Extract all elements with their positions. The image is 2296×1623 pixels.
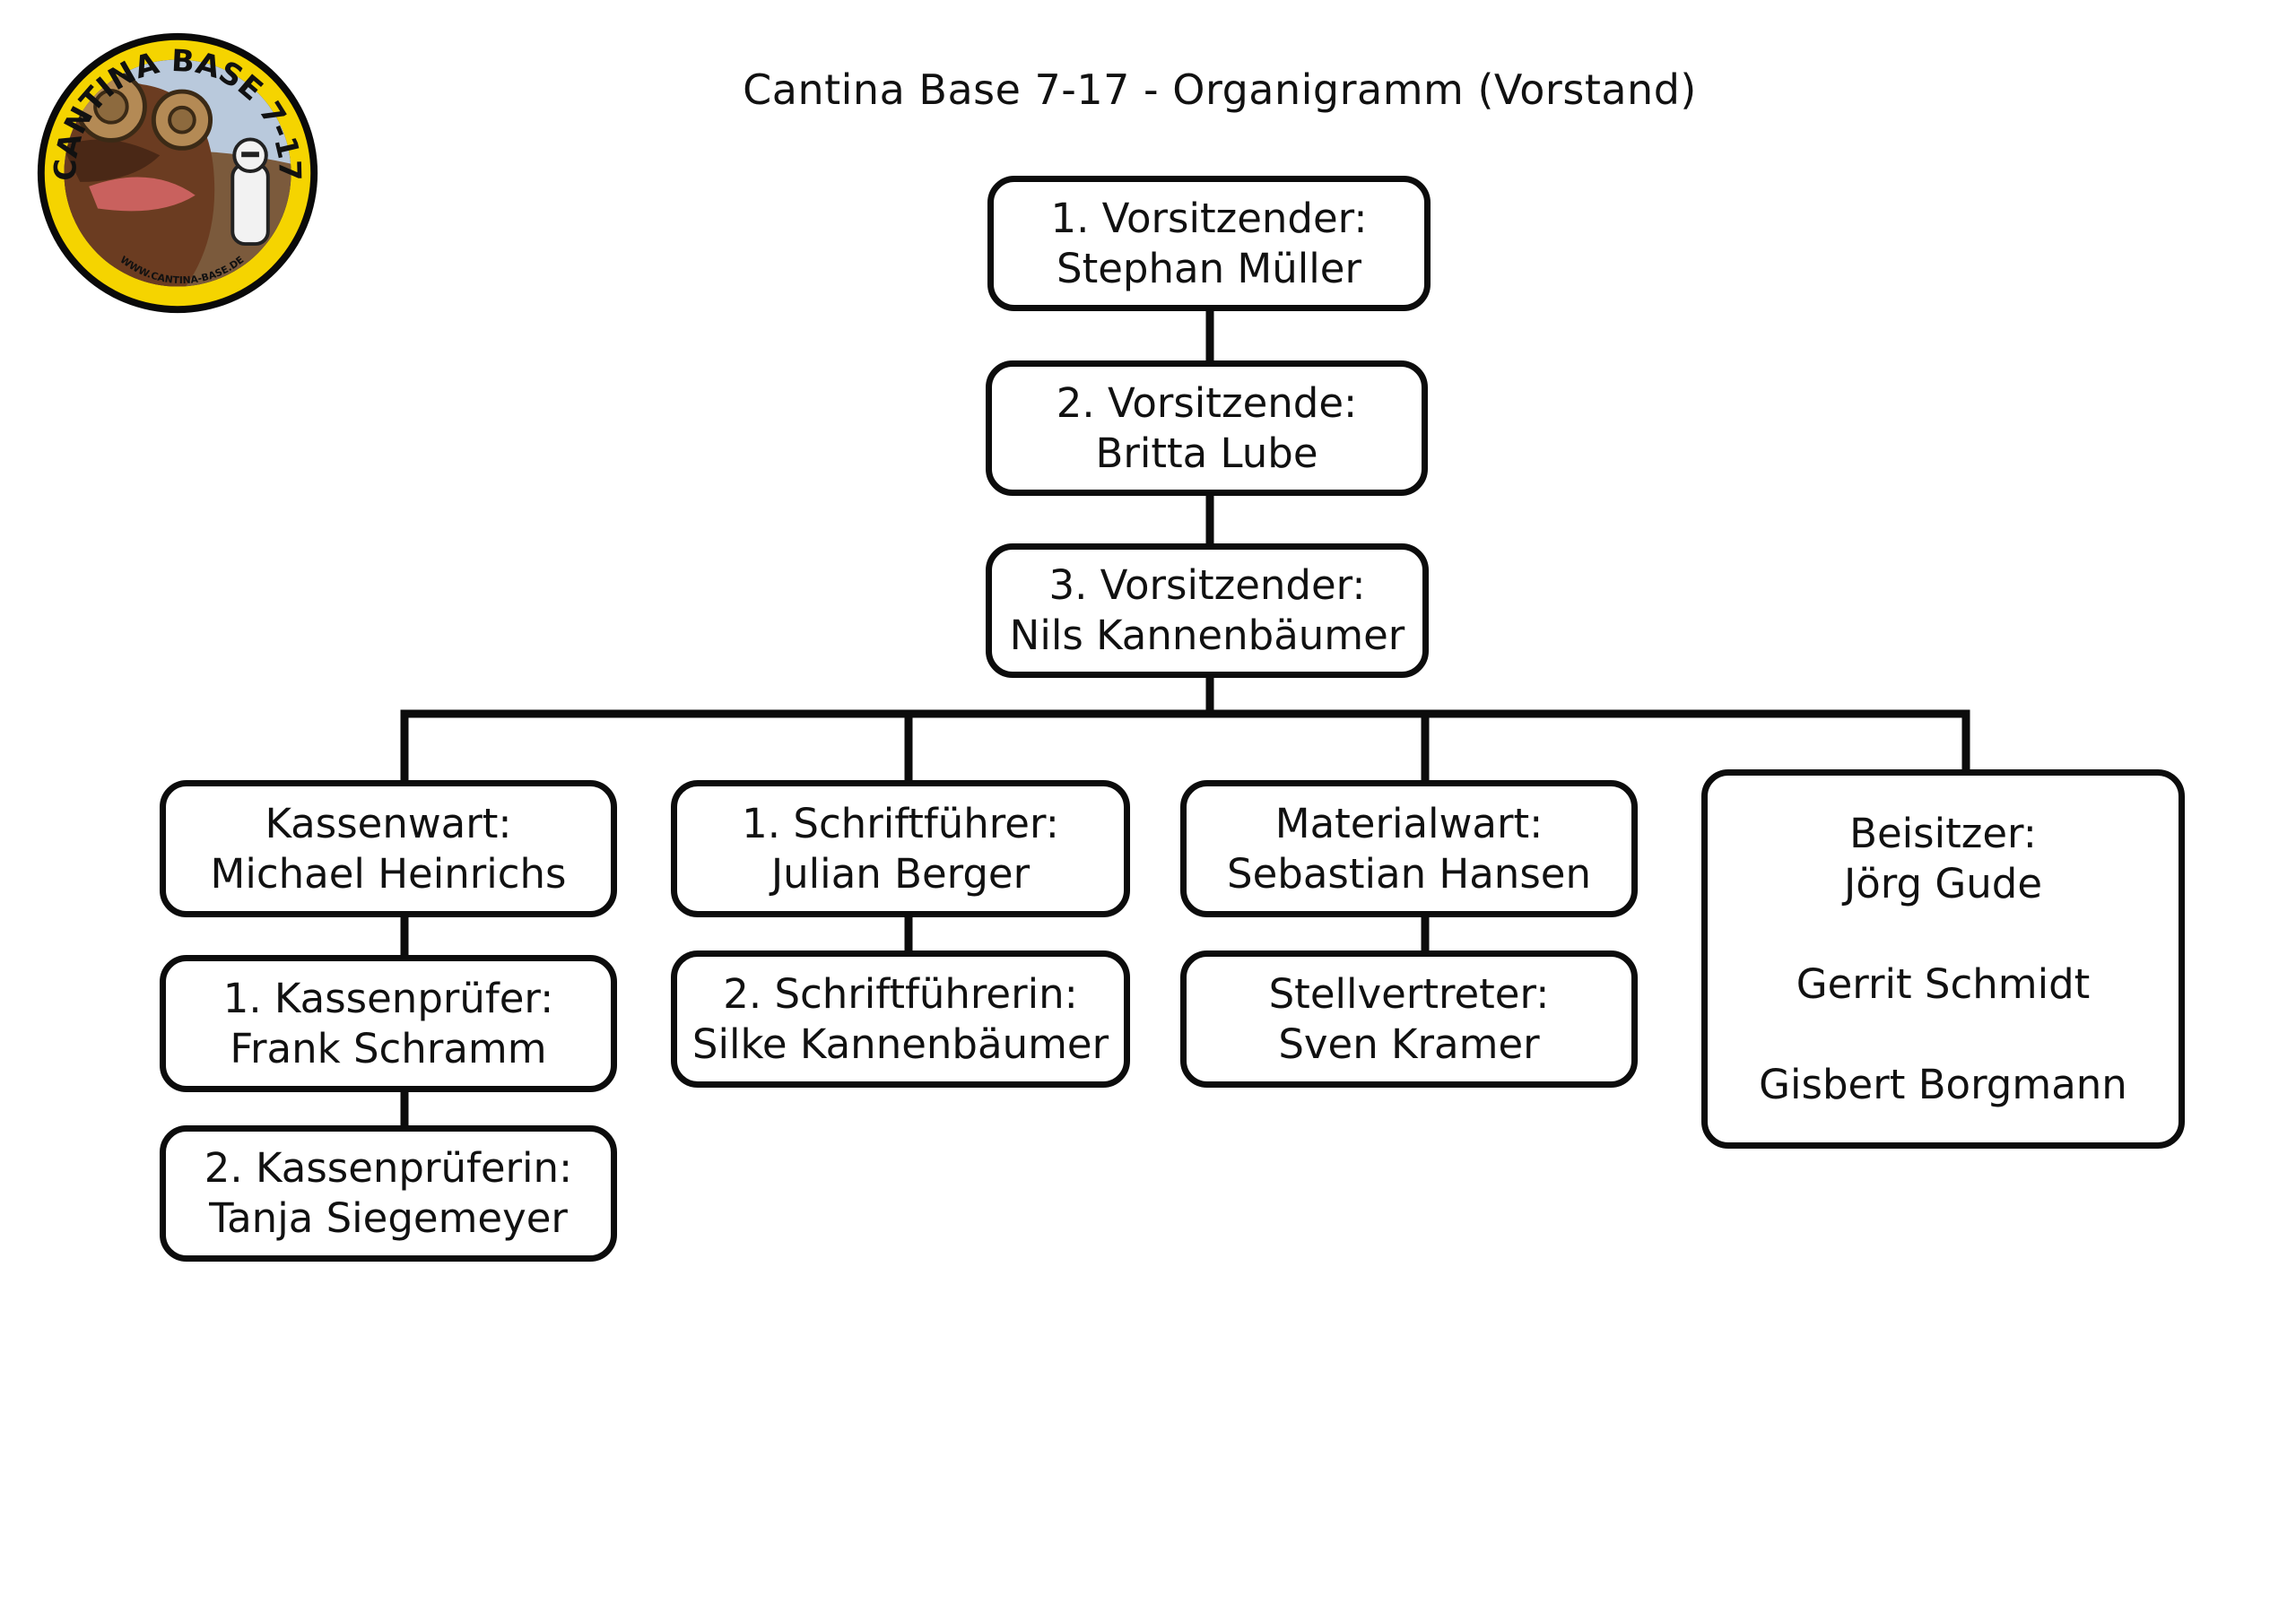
- node-person: Julian Berger: [770, 849, 1031, 898]
- node-beisitzer: Beisitzer: Jörg Gude Gerrit Schmidt Gisb…: [1701, 769, 2185, 1149]
- cantina-base-logo: CANTINA BASE 7-17 WWW.CANTINA-BASE.DE: [37, 32, 318, 314]
- node-2-schriftfuehrerin: 2. Schriftführerin: Silke Kannenbäumer: [671, 950, 1130, 1088]
- node-1-schriftfuehrer: 1. Schriftführer: Julian Berger: [671, 780, 1130, 917]
- beisitzer-member: Gerrit Schmidt: [1796, 959, 2091, 1008]
- node-person: Tanja Siegemeyer: [209, 1194, 568, 1242]
- node-stellvertreter: Stellvertreter: Sven Kramer: [1180, 950, 1638, 1088]
- node-person: Nils Kannenbäumer: [1009, 612, 1405, 659]
- node-role: 1. Vorsitzender:: [1050, 194, 1368, 242]
- node-person: Sebastian Hansen: [1227, 849, 1591, 898]
- node-role: 2. Schriftführerin:: [723, 969, 1078, 1018]
- node-role: Kassenwart:: [265, 799, 512, 847]
- node-person: Silke Kannenbäumer: [691, 1020, 1109, 1068]
- node-kassenwart: Kassenwart: Michael Heinrichs: [160, 780, 617, 917]
- node-person: Michael Heinrichs: [210, 849, 567, 898]
- node-person: Stephan Müller: [1057, 244, 1361, 292]
- node-role: 1. Schriftführer:: [742, 799, 1059, 847]
- beisitzer-member: Gisbert Borgmann: [1759, 1060, 2127, 1108]
- node-person: Sven Kramer: [1278, 1020, 1540, 1068]
- node-role: 3. Vorsitzender:: [1048, 561, 1366, 609]
- node-1-kassenpruefer: 1. Kassenprüfer: Frank Schramm: [160, 955, 617, 1092]
- node-role: 2. Vorsitzende:: [1056, 378, 1358, 427]
- node-role: Stellvertreter:: [1268, 969, 1550, 1018]
- node-role: 2. Kassenprüferin:: [204, 1144, 573, 1192]
- beisitzer-member: Jörg Gude: [1843, 859, 2043, 907]
- node-2-vorsitzende: 2. Vorsitzende: Britta Lube: [986, 360, 1428, 496]
- node-role: Materialwart:: [1274, 799, 1544, 847]
- page-title: Cantina Base 7-17 - Organigramm (Vorstan…: [743, 65, 1697, 114]
- node-role: 1. Kassenprüfer:: [222, 974, 554, 1022]
- node-person: Frank Schramm: [230, 1024, 547, 1072]
- node-person: Britta Lube: [1095, 429, 1318, 477]
- node-2-kassenprueferin: 2. Kassenprüferin: Tanja Siegemeyer: [160, 1125, 617, 1262]
- node-1-vorsitzender: 1. Vorsitzender: Stephan Müller: [987, 176, 1431, 311]
- node-role: Beisitzer:: [1849, 809, 2037, 857]
- node-3-vorsitzender: 3. Vorsitzender: Nils Kannenbäumer: [986, 543, 1429, 678]
- node-materialwart: Materialwart: Sebastian Hansen: [1180, 780, 1638, 917]
